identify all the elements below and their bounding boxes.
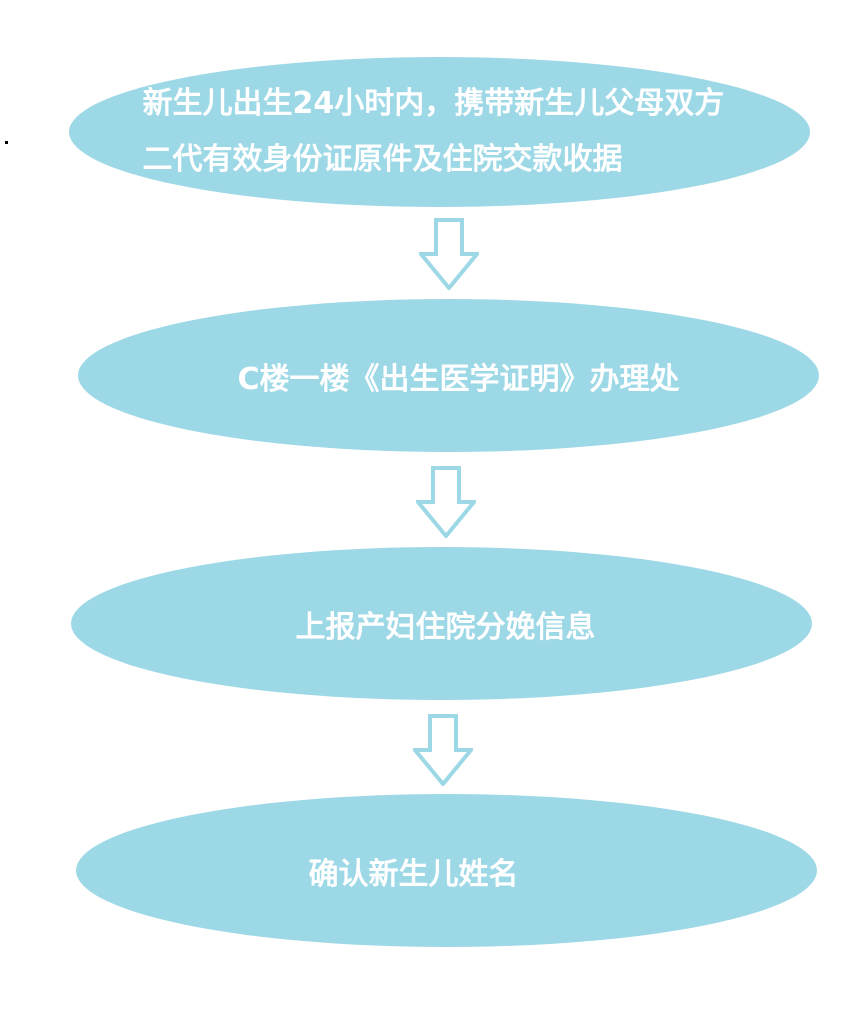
- down-arrow-icon: [419, 218, 479, 290]
- flow-step-3-text: 上报产妇住院分娩信息: [295, 609, 596, 645]
- down-arrow-icon: [416, 466, 476, 538]
- flow-step-1-text: 新生儿出生24小时内，携带新生儿父母双方二代有效身份证原件及住院交款收据: [142, 86, 725, 177]
- flow-step-4: 确认新生儿姓名: [76, 794, 817, 947]
- down-arrow-icon: [413, 714, 473, 786]
- stray-dot: [5, 141, 8, 144]
- flow-step-2: C楼一楼《出生医学证明》办理处: [78, 299, 819, 452]
- flow-step-2-text: C楼一楼《出生医学证明》办理处: [237, 361, 680, 397]
- flow-step-1: 新生儿出生24小时内，携带新生儿父母双方二代有效身份证原件及住院交款收据: [69, 57, 810, 207]
- flow-step-4-text: 确认新生儿姓名: [308, 856, 519, 892]
- flow-step-3: 上报产妇住院分娩信息: [71, 547, 812, 700]
